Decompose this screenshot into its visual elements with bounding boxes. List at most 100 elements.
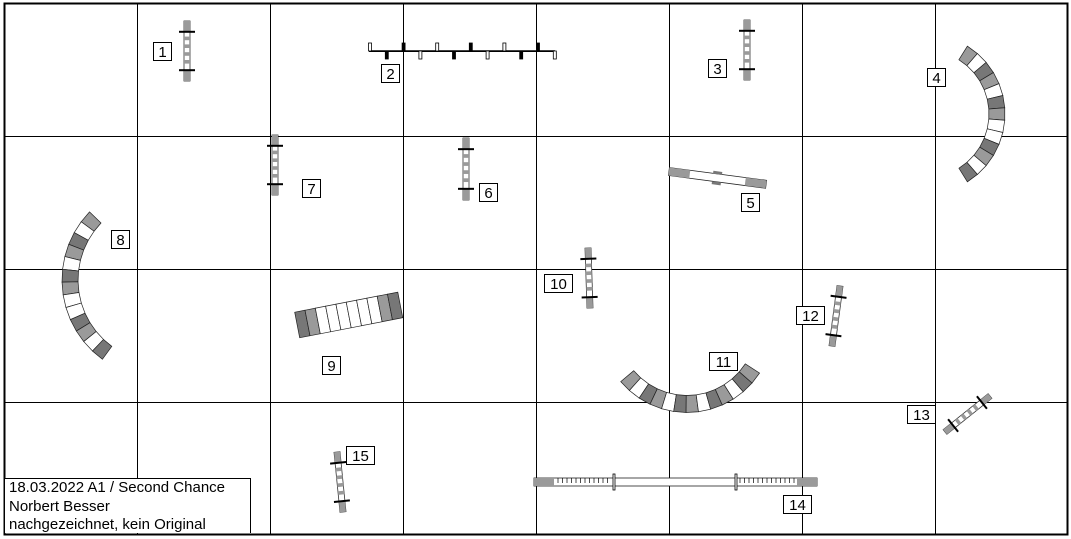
jump-stripe	[272, 150, 278, 155]
label-number: 4	[932, 70, 940, 87]
label-box	[479, 183, 498, 202]
label-number: 9	[327, 358, 335, 375]
jump-stripe	[463, 154, 469, 158]
obstacle-label-5: 5	[741, 193, 760, 212]
jump-10	[580, 247, 598, 309]
jump-stripe	[831, 324, 838, 329]
jump-stripe	[832, 316, 839, 322]
tunnel-segment	[61, 268, 79, 283]
obstacle-label-3: 3	[708, 59, 727, 78]
grid	[3, 2, 1069, 536]
obstacle-label-10: 10	[544, 274, 573, 293]
label-box	[741, 193, 760, 212]
jump-stripe	[184, 52, 190, 56]
jump-stripe	[834, 301, 841, 306]
tunnel-segment	[958, 161, 978, 183]
caption-note: nachgezeichnet, kein Original	[9, 516, 206, 533]
tunnel-11	[620, 363, 761, 413]
label-number: 2	[386, 66, 394, 83]
jump-wing	[835, 285, 843, 298]
weave-pole	[485, 50, 490, 60]
obstacle-label-2: 2	[381, 64, 400, 83]
jump-wing	[463, 188, 469, 200]
jump-bar	[179, 20, 195, 82]
tunnel-segment	[91, 338, 113, 360]
label-number: 14	[789, 497, 806, 514]
label-box	[153, 42, 172, 61]
obstacle-label-12: 12	[796, 306, 825, 325]
tunnel-9	[294, 291, 404, 339]
jump-stripe	[744, 59, 750, 63]
dogwalk-support	[612, 473, 616, 491]
weave-pole	[519, 50, 524, 60]
jump-wing	[184, 70, 190, 82]
jump-stripe	[463, 178, 469, 183]
jump-stripe	[272, 174, 278, 178]
jump-stripe	[744, 35, 750, 40]
label-number: 11	[716, 354, 732, 371]
label-box	[708, 59, 727, 78]
weave-pole	[384, 50, 389, 60]
label-box	[907, 405, 936, 424]
tunnel-segment	[988, 107, 1006, 121]
label-number: 15	[352, 448, 369, 465]
jump-bar	[580, 247, 598, 309]
jump-wing	[184, 21, 190, 32]
jump-standard	[976, 395, 988, 410]
jump-stripe	[272, 166, 278, 170]
jump-stripe	[272, 158, 278, 162]
jump-bar	[942, 393, 993, 435]
jump-wing	[586, 297, 593, 309]
jump-bar	[330, 451, 350, 513]
jump-stripe	[184, 60, 190, 64]
label-number: 5	[746, 195, 754, 212]
jump-stripe	[833, 309, 840, 314]
jump-bar	[267, 134, 283, 196]
jump-wing	[272, 135, 278, 146]
obstacle-label-4: 4	[927, 68, 946, 87]
tunnel-segment	[673, 394, 687, 413]
jump-bar	[825, 285, 847, 347]
jump-stripe	[585, 271, 592, 276]
jump-15	[330, 451, 350, 513]
weave-pole	[418, 50, 423, 60]
jump-stripe	[336, 475, 343, 480]
obstacle-label-6: 6	[479, 183, 498, 202]
weave-pole	[468, 42, 473, 52]
obstacles	[61, 19, 1006, 513]
jump-stripe	[586, 286, 593, 291]
jump-wing	[744, 69, 750, 81]
jump-7	[267, 134, 283, 196]
jump-12	[825, 285, 847, 347]
label-box	[111, 230, 130, 249]
label-box	[709, 352, 738, 371]
tunnel-4	[958, 45, 1006, 183]
jump-stripe	[960, 413, 968, 421]
weave-pole	[452, 50, 456, 60]
label-number: 7	[307, 181, 315, 198]
weave-pole	[368, 42, 372, 52]
label-number: 13	[913, 407, 930, 424]
jump-standard	[581, 295, 598, 299]
jump-stripe	[972, 404, 979, 411]
weave-poles-2	[368, 42, 557, 60]
label-number: 3	[713, 61, 721, 78]
obstacle-label-11: 11	[709, 352, 738, 371]
obstacle-label-15: 15	[346, 446, 375, 465]
seesaw-5	[667, 167, 768, 189]
jump-stripe	[744, 51, 750, 55]
obstacle-label-8: 8	[111, 230, 130, 249]
tunnel-segment	[738, 363, 761, 384]
jump-bar	[458, 137, 474, 201]
jump-13	[942, 393, 993, 435]
jump-wing	[338, 500, 346, 513]
label-box	[346, 446, 375, 465]
seesaw-contact	[744, 177, 767, 189]
jump-stripe	[337, 482, 344, 488]
jump-standard	[333, 499, 350, 503]
dogwalk-14	[533, 473, 818, 491]
weave-pole	[552, 50, 557, 60]
jump-standard	[825, 333, 842, 338]
dogwalk-support	[734, 473, 738, 491]
